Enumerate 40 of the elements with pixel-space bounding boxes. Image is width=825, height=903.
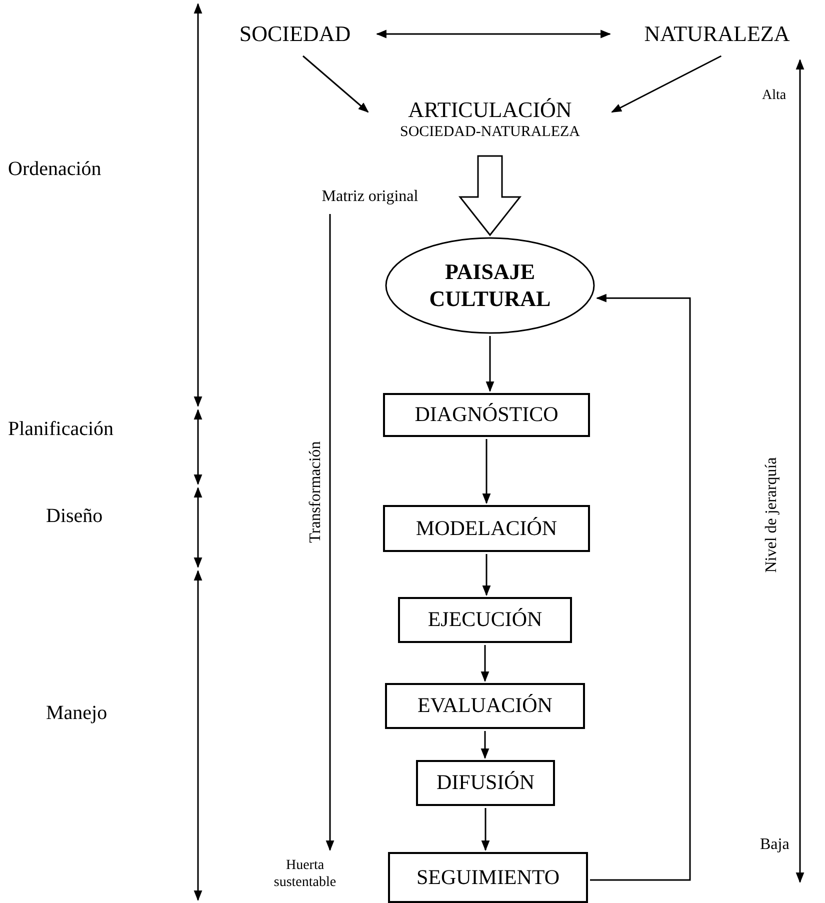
arrow: [481, 808, 490, 852]
arrow: [482, 439, 491, 504]
process-box: [388, 852, 588, 903]
process-box: [383, 505, 590, 552]
node-label: DIAGNÓSTICO: [414, 402, 558, 428]
node-label: EVALUACIÓN: [418, 693, 552, 719]
process-box: [385, 683, 585, 729]
side-label: Nivel de jerarquía: [762, 457, 781, 573]
side-label: Planificación: [8, 418, 114, 441]
node-label: SOCIEDAD-NATURALEZA: [400, 123, 580, 142]
process-box: [383, 393, 590, 437]
edge-label: Transformación: [306, 441, 325, 543]
arrow: [326, 214, 334, 852]
arrow: [480, 645, 490, 682]
arrow: [480, 731, 490, 760]
side-label: Ordenación: [8, 158, 102, 181]
side-label: Diseño: [46, 505, 103, 528]
side-label: Manejo: [46, 702, 108, 725]
ellipse-node: [385, 237, 595, 334]
node-label: DIFUSIÓN: [436, 770, 534, 796]
side-label: Baja: [760, 836, 790, 854]
arrow: [611, 55, 722, 113]
node-label: SEGUIMIENTO: [416, 864, 560, 890]
process-box: [416, 760, 555, 806]
block-arrow: [458, 155, 522, 236]
arrow: [482, 554, 491, 596]
node-label: EJECUCIÓN: [428, 607, 542, 633]
arrow: [590, 294, 691, 881]
node-label: PAISAJE CULTURAL: [428, 259, 552, 312]
node-label: Huerta sustentable: [272, 858, 338, 892]
process-box: [398, 597, 572, 643]
side-label: Alta: [762, 88, 786, 104]
node-label: ARTICULACIÓN: [408, 96, 572, 124]
node-label: SOCIEDAD: [239, 20, 351, 48]
node-label: MODELACIÓN: [416, 516, 558, 542]
node-label: Matriz original: [322, 187, 418, 207]
node-label: NATURALEZA: [644, 20, 790, 48]
arrow: [486, 336, 494, 392]
arrow: [376, 30, 612, 38]
arrow: [302, 55, 369, 113]
